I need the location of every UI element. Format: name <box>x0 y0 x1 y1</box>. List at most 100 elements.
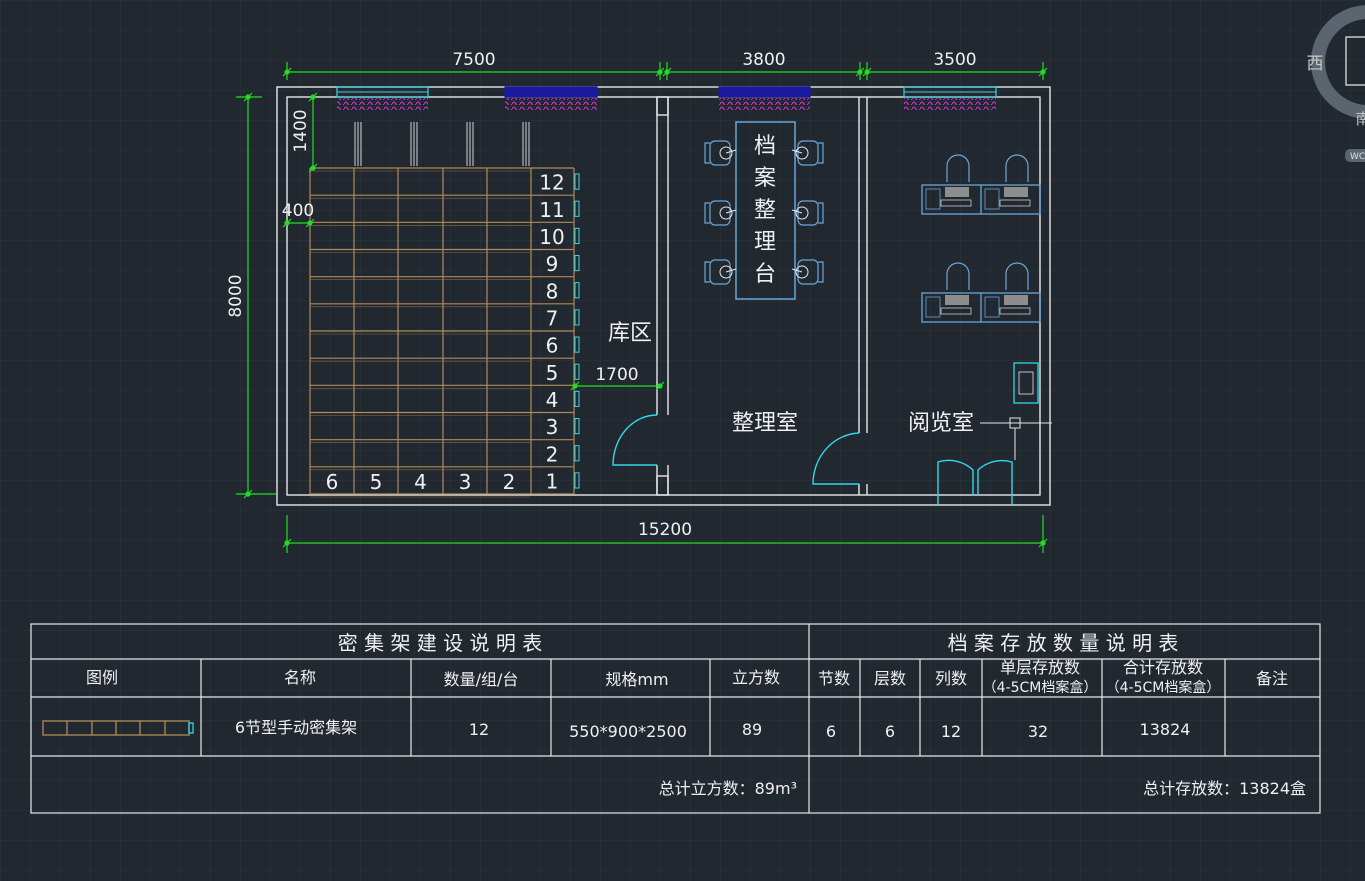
window-frame <box>504 86 598 98</box>
person-head <box>719 146 733 160</box>
dim-node <box>284 220 290 226</box>
reading-room-marker <box>980 417 1052 460</box>
person-arm <box>725 149 737 154</box>
view-compass[interactable]: 西 南 WCS <box>1307 5 1365 162</box>
dim-label-7500: 7500 <box>452 50 495 70</box>
reading-room-desks <box>921 154 1041 404</box>
desk-drawer <box>925 296 941 318</box>
windows <box>336 86 997 110</box>
chair-back <box>704 142 710 164</box>
monitor <box>1004 187 1028 197</box>
shelf-handle <box>574 445 580 462</box>
table1-title: 密 集 架 建 设 说 明 表 <box>338 631 543 655</box>
door-sorting-room <box>812 432 860 485</box>
door-storage <box>612 414 658 466</box>
t2-cell-single: 32 <box>1028 722 1048 741</box>
curtain <box>337 98 428 110</box>
reading-chair <box>946 262 970 290</box>
shelf-handle <box>574 173 580 190</box>
person-head <box>719 265 733 279</box>
reading-chair <box>1005 154 1029 182</box>
person-arm <box>725 268 737 273</box>
t2-header-total-1: 合计存放数 <box>1123 658 1203 677</box>
t2-cell-sections: 6 <box>826 722 836 741</box>
shelf-row-number: 2 <box>546 442 559 466</box>
dim-node <box>307 220 313 226</box>
t2-cell-columns: 12 <box>941 722 961 741</box>
dim-node <box>310 94 316 100</box>
shelf-row-number: 6 <box>546 334 559 358</box>
shelf-handle <box>574 418 580 435</box>
t1-total: 总计立方数：89m³ <box>659 779 797 798</box>
door-reading-right <box>977 459 1013 505</box>
shelf-row-number: 11 <box>539 198 564 222</box>
wcs-label: WCS <box>1350 152 1365 162</box>
room-labels: 库区 整理室 阅览室 <box>608 321 974 436</box>
t1-header-spec: 规格mm <box>605 670 668 689</box>
shelf-row-number: 8 <box>546 279 559 303</box>
reading-chair <box>946 154 970 182</box>
sorting-table-char: 台 <box>754 262 776 287</box>
person-head <box>795 206 809 220</box>
shelf-handle <box>574 282 580 299</box>
dim-label-1400: 1400 <box>291 109 311 152</box>
shelf-column-number: 4 <box>414 470 427 494</box>
keyboard <box>940 199 972 207</box>
printer-inner <box>1018 371 1034 395</box>
compass-west: 西 <box>1307 54 1324 74</box>
t2-cell-total: 13824 <box>1140 720 1191 739</box>
shelf-handle <box>574 255 580 272</box>
room-label-reading: 阅览室 <box>908 411 974 436</box>
monitor <box>945 295 969 305</box>
shelf-legend-handle <box>188 722 194 734</box>
spec-tables <box>30 623 1321 814</box>
t1-header-qty: 数量/组/台 <box>444 670 519 689</box>
sorting-table-char: 理 <box>754 230 776 255</box>
sorting-table-chairs <box>704 140 824 285</box>
keyboard <box>940 307 972 315</box>
sorting-table-char: 整 <box>754 198 776 223</box>
shelf-handle <box>574 363 580 380</box>
table2-title: 档 案 存 放 数 量 说 明 表 <box>948 631 1179 655</box>
view-cube-face[interactable] <box>1345 36 1365 86</box>
tables-frame <box>30 623 1321 814</box>
shelf-column-number: 6 <box>326 470 339 494</box>
dim-node <box>657 383 663 389</box>
chair <box>709 259 731 285</box>
t2-header-single-1: 单层存放数 <box>1000 658 1080 677</box>
person-arm <box>791 209 803 214</box>
monitor <box>1004 295 1028 305</box>
door-reading-left <box>937 459 974 505</box>
dim-node <box>310 165 316 171</box>
shelf-row-number: 1 <box>546 469 559 493</box>
shelf-legend-icon <box>42 720 194 736</box>
t2-header-sections: 节数 <box>818 669 850 688</box>
desk-drawer <box>925 188 941 210</box>
t2-header-remark: 备注 <box>1256 669 1288 688</box>
chair <box>797 259 819 285</box>
person-head <box>795 146 809 160</box>
person-arm <box>725 209 737 214</box>
shelf-handle <box>574 390 580 408</box>
desk-drawer <box>984 296 1000 318</box>
chair <box>709 200 731 226</box>
compass-ring[interactable] <box>1311 5 1365 119</box>
person-arm <box>791 268 803 273</box>
chair <box>709 140 731 166</box>
desk-drawer <box>984 188 1000 210</box>
column-bottom <box>656 475 669 496</box>
monitor <box>945 187 969 197</box>
chair-back <box>818 261 824 283</box>
shelf-row-number: 5 <box>546 361 559 385</box>
window-frame <box>718 86 811 98</box>
room-label-storage: 库区 <box>608 321 652 346</box>
shelf-row-number: 7 <box>546 306 559 330</box>
dim-label-8000: 8000 <box>226 274 246 317</box>
dimension-labels: 7500 3800 3500 15200 8000 1400 400 1700 <box>226 50 977 540</box>
wcs-badge[interactable] <box>1345 149 1365 162</box>
t1-header-name: 名称 <box>284 668 316 687</box>
